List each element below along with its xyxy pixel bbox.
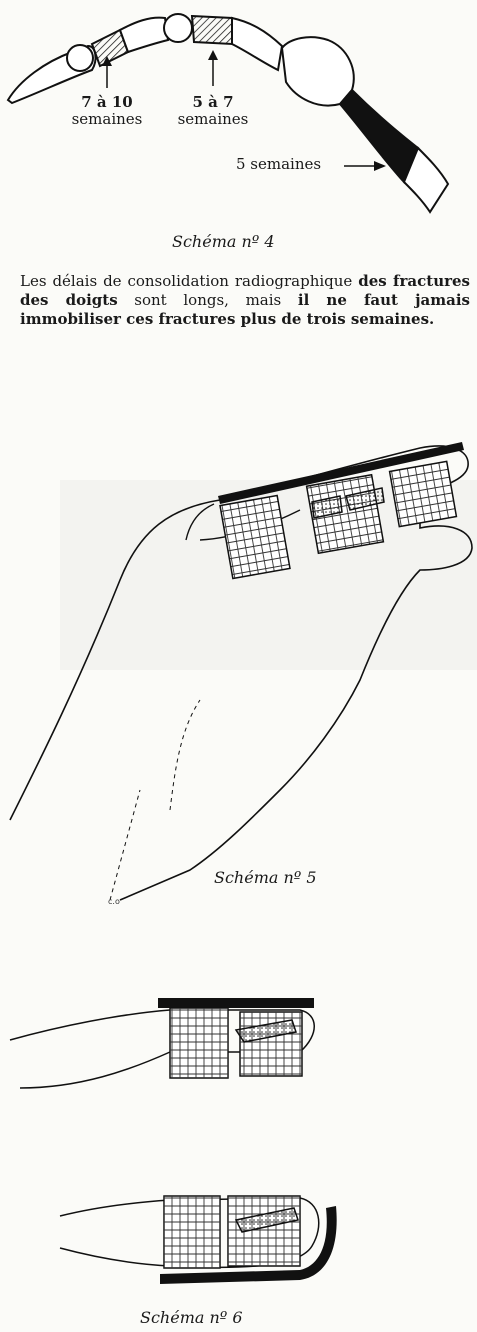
label-proximal-weeks: 5 semaines: [236, 156, 346, 173]
caption-schema-5: Schéma nº 5: [214, 868, 317, 887]
paragraph-part-3: sont longs, mais: [118, 291, 298, 309]
label-middle-unit: semaines: [178, 110, 249, 128]
caption-schema-6: Schéma nº 6: [140, 1308, 243, 1327]
caption-schema-4: Schéma nº 4: [172, 232, 275, 251]
middle-joint-bone: [164, 14, 192, 42]
label-middle-value: 5 à 7: [192, 93, 233, 111]
schema-6-top-svg: [0, 990, 477, 1100]
tape-strip-curved-a-grid: [164, 1196, 220, 1268]
tape-strip-proximal-grid: [220, 496, 290, 579]
schema-5-hand-splint: c.o: [0, 430, 477, 910]
wrist-crease: [110, 700, 200, 900]
middle-fracture-zone: [192, 16, 232, 44]
schema-5-svg: c.o: [0, 430, 477, 910]
label-distal-unit: semaines: [72, 110, 143, 128]
consolidation-paragraph: Les délais de consolidation radiographiq…: [20, 272, 470, 329]
label-distal-weeks: 7 à 10 semaines: [62, 94, 152, 128]
middle-phalanx-bone: [120, 18, 168, 52]
distal-joint-bone: [67, 45, 93, 71]
dorsal-splint-bar-straight: [158, 998, 314, 1008]
metacarpal-head: [282, 37, 354, 105]
tape-strip-distal-grid: [390, 461, 457, 526]
label-middle-weeks: 5 à 7 semaines: [168, 94, 258, 128]
tape-strip-curved-b-grid: [228, 1196, 300, 1266]
schema-6-bottom-splint: [0, 1186, 477, 1286]
schema-6-top-splint: [0, 990, 477, 1100]
arrow-proximal-head: [374, 161, 386, 171]
label-distal-value: 7 à 10: [81, 93, 132, 111]
paragraph-part-1: Les délais de consolidation radiographiq…: [20, 272, 358, 290]
artist-initials: c.o: [108, 897, 120, 906]
schema-6-bottom-svg: [0, 1186, 477, 1286]
tape-strip-straight-a-grid: [170, 1008, 228, 1078]
arrow-middle-head: [208, 50, 218, 60]
proximal-phalanx-bone: [232, 18, 282, 70]
